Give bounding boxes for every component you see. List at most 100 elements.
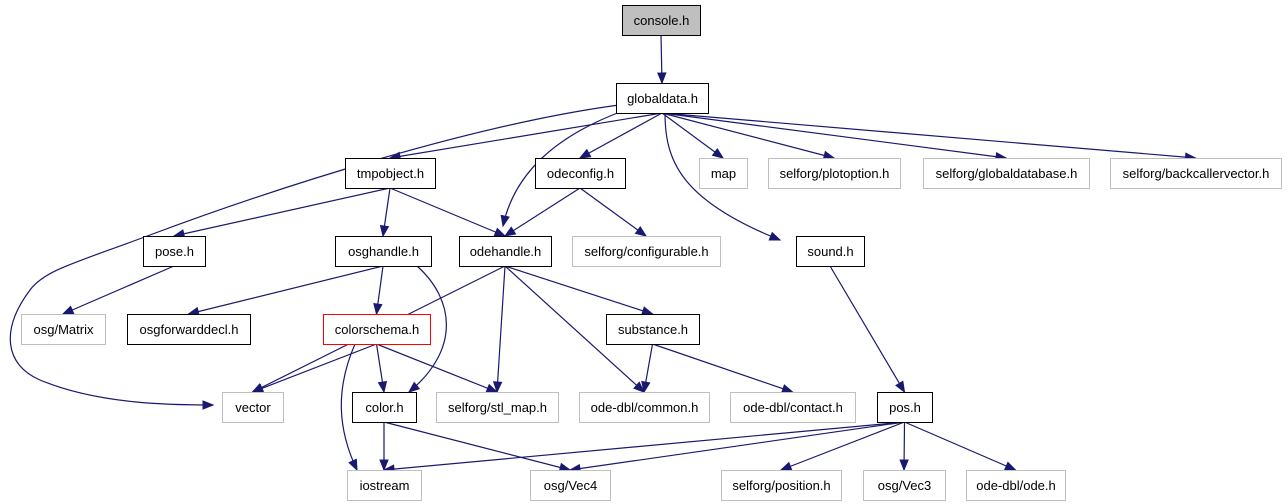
node-box bbox=[622, 5, 701, 36]
node-tmpobject[interactable]: tmpobject.h bbox=[345, 158, 436, 189]
edge-substance-to-contact bbox=[652, 343, 794, 394]
node-odehandle[interactable]: odehandle.h bbox=[459, 236, 552, 267]
node-label: ode-dbl/contact.h bbox=[743, 400, 843, 415]
node-label: globaldata.h bbox=[627, 91, 698, 106]
edge-arrowhead bbox=[578, 148, 592, 159]
node-label: substance.h bbox=[618, 322, 688, 337]
edge-osghandle-to-osgforward bbox=[187, 265, 384, 317]
node-label: iostream bbox=[360, 478, 410, 493]
node-label: tmpobject.h bbox=[357, 166, 424, 181]
node-box bbox=[530, 470, 611, 501]
node-label: pos.h bbox=[889, 400, 921, 415]
edge-line bbox=[579, 187, 647, 237]
node-label: osghandle.h bbox=[348, 244, 419, 259]
node-position: selforg/position.h bbox=[721, 470, 842, 501]
edge-arrowhead bbox=[373, 302, 383, 316]
node-pos[interactable]: pos.h bbox=[877, 392, 933, 423]
node-label: osg/Matrix bbox=[34, 322, 94, 337]
node-box bbox=[1110, 158, 1282, 189]
edge-line bbox=[62, 265, 175, 315]
edge-arrowhead bbox=[633, 381, 645, 393]
node-pose[interactable]: pose.h bbox=[143, 236, 206, 267]
edge-line bbox=[504, 265, 645, 393]
node-globaldata[interactable]: globaldata.h bbox=[616, 83, 709, 114]
node-box bbox=[222, 392, 284, 423]
node-common: ode-dbl/common.h bbox=[579, 392, 710, 423]
node-box bbox=[768, 158, 901, 189]
edge-arrowhead bbox=[202, 400, 215, 410]
edge-color-to-iostream bbox=[379, 422, 389, 472]
edge-tmpobject-to-odehandle bbox=[389, 187, 507, 237]
node-label: osg/Vec4 bbox=[544, 478, 598, 493]
edge-line bbox=[780, 421, 905, 471]
node-console[interactable]: console.h bbox=[622, 5, 701, 36]
node-osgmatrix: osg/Matrix bbox=[21, 314, 106, 345]
edge-pose-to-osgmatrix bbox=[61, 265, 175, 315]
edge-odeconfig-to-odehandle bbox=[503, 187, 581, 237]
node-box bbox=[345, 158, 436, 189]
nodes-layer: console.h globaldata.h tmpobject.h odeconfi… bbox=[21, 5, 1282, 501]
node-color[interactable]: color.h bbox=[352, 392, 417, 423]
edge-arrowhead bbox=[1003, 461, 1017, 471]
node-box bbox=[352, 392, 417, 423]
edge-line bbox=[504, 187, 581, 237]
node-globaldatabase: selforg/globaldatabase.h bbox=[923, 158, 1090, 189]
edge-line bbox=[579, 112, 663, 159]
node-label: colorschema.h bbox=[335, 322, 420, 337]
edge-arrowhead bbox=[634, 225, 648, 237]
node-osghandle[interactable]: osghandle.h bbox=[335, 236, 432, 267]
edge-arrowhead bbox=[657, 72, 667, 85]
edge-arrowhead bbox=[895, 380, 906, 394]
edge-sound-to-pos bbox=[829, 265, 906, 394]
edge-arrowhead bbox=[379, 459, 389, 472]
edge-arrowhead bbox=[379, 224, 390, 238]
edge-line bbox=[661, 112, 724, 159]
edge-line bbox=[389, 187, 506, 237]
node-label: odeconfig.h bbox=[547, 166, 614, 181]
edge-globaldata-to-backcaller bbox=[661, 112, 1197, 162]
node-box bbox=[335, 236, 432, 267]
edge-line bbox=[504, 265, 653, 315]
edge-line bbox=[376, 343, 498, 393]
edge-line bbox=[383, 421, 905, 471]
node-colorschema[interactable]: colorschema.h bbox=[323, 314, 431, 345]
node-osgforward[interactable]: osgforwarddecl.h bbox=[127, 314, 251, 345]
node-sound[interactable]: sound.h bbox=[796, 236, 865, 267]
edge-osghandle-to-colorschema bbox=[373, 265, 384, 316]
node-box bbox=[436, 392, 559, 423]
node-box bbox=[699, 158, 748, 189]
edge-line bbox=[408, 265, 447, 393]
node-label: pose.h bbox=[155, 244, 194, 259]
node-odeconfig[interactable]: odeconfig.h bbox=[535, 158, 626, 189]
node-osgvec3: osg/Vec3 bbox=[863, 470, 946, 501]
edge-line bbox=[9, 104, 620, 406]
node-box bbox=[730, 392, 856, 423]
edge-substance-to-common bbox=[641, 343, 654, 394]
edge-arrowhead bbox=[641, 380, 651, 394]
node-iostream: iostream bbox=[347, 470, 422, 501]
edge-colorschema-to-stlmap bbox=[376, 343, 499, 393]
edge-pos-to-osgvec3 bbox=[899, 421, 909, 472]
node-substance[interactable]: substance.h bbox=[606, 314, 700, 345]
node-box bbox=[459, 236, 552, 267]
node-box bbox=[966, 470, 1066, 501]
node-label: map bbox=[711, 166, 736, 181]
edge-line bbox=[188, 265, 384, 315]
node-label: selforg/configurable.h bbox=[584, 244, 708, 259]
edge-console-to-globaldata bbox=[657, 34, 667, 85]
edge-line bbox=[502, 111, 621, 227]
node-box bbox=[347, 470, 422, 501]
edge-globaldata-to-odeconfig bbox=[578, 112, 663, 159]
node-configurable: selforg/configurable.h bbox=[572, 236, 721, 267]
node-label: ode-dbl/ode.h bbox=[976, 478, 1056, 493]
edge-osghandle-to-color bbox=[407, 265, 447, 393]
edge-pos-to-odeh bbox=[904, 421, 1017, 471]
node-box bbox=[21, 314, 106, 345]
edge-globaldata-to-tmpobject bbox=[388, 112, 663, 161]
edge-odehandle-to-stlmap bbox=[492, 265, 506, 394]
node-box bbox=[721, 470, 842, 501]
node-box bbox=[877, 392, 933, 423]
node-box bbox=[863, 470, 946, 501]
node-osgvec4: osg/Vec4 bbox=[530, 470, 611, 501]
edge-colorschema-to-iostream bbox=[340, 343, 358, 472]
